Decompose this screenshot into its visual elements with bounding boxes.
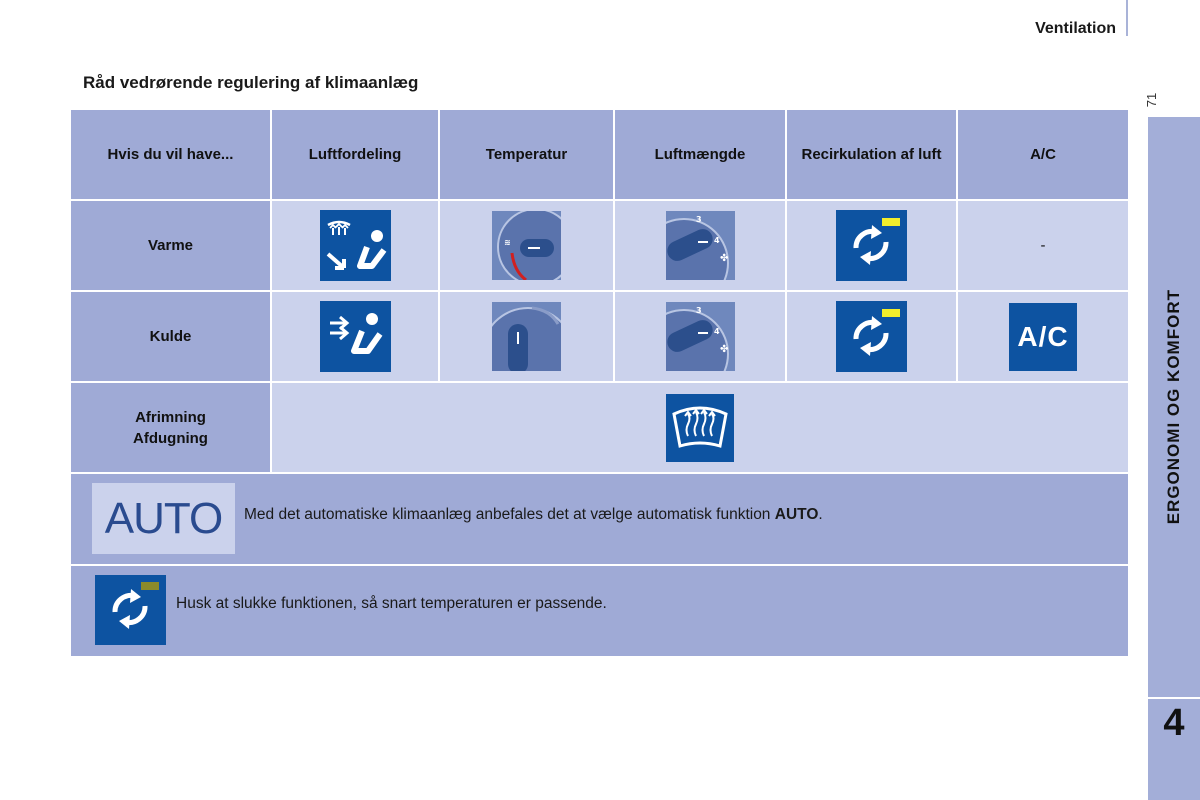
temperature-dial-cold-icon (492, 302, 561, 371)
ac-button-icon: A/C (1009, 302, 1077, 371)
fan-dial-high-icon: 3 4 ✤ (665, 211, 735, 280)
recirculation-on-icon (836, 301, 907, 372)
air-to-face-icon (319, 301, 391, 372)
recirc-note-row (71, 566, 1128, 656)
table-cell (787, 292, 956, 381)
table-cell (787, 201, 956, 290)
svg-text:✤: ✤ (720, 344, 728, 355)
row-label-varme: Varme (71, 201, 270, 290)
windscreen-defrost-icon (666, 393, 734, 462)
svg-text:✤: ✤ (720, 253, 728, 264)
table-cell (440, 292, 613, 381)
table-cell (272, 201, 438, 290)
fan-dial-high-icon: 3 4 ✤ (665, 302, 735, 371)
table-header-cell: A/C (958, 110, 1128, 199)
header-section-title: Ventilation (1035, 20, 1116, 37)
table-cell: 3 4 ✤ (615, 292, 785, 381)
chapter-tab (1148, 117, 1200, 800)
recirculation-on-icon (836, 210, 907, 281)
svg-text:4: 4 (714, 327, 720, 336)
recirc-note-text: Husk at slukke funktionen, så snart temp… (176, 595, 607, 612)
header-divider (1126, 0, 1128, 36)
air-to-feet-and-windscreen-icon (319, 210, 391, 281)
auto-note-text-bold: AUTO (774, 506, 819, 523)
ac-cell-none: - (958, 201, 1128, 290)
svg-text:3: 3 (696, 215, 702, 224)
auto-label-box: AUTO (92, 483, 235, 554)
auto-note-text-end: . (818, 506, 823, 523)
table-cell-merged (272, 383, 1128, 472)
page-number: 71 (1144, 92, 1159, 108)
row-label-line: Afrimning (135, 408, 206, 426)
table-cell (272, 292, 438, 381)
svg-text:4: 4 (714, 236, 720, 245)
section-title: Råd vedrørende regulering af klimaanlæg (83, 73, 419, 92)
row-label-line: Afdugning (133, 429, 208, 447)
table-header-cell: Luftmængde (615, 110, 785, 199)
row-label-kulde: Kulde (71, 292, 270, 381)
recirculation-off-icon (95, 575, 166, 645)
auto-note-row (71, 474, 1128, 564)
table-cell: A/C (958, 292, 1128, 381)
table-header-cell: Hvis du vil have... (71, 110, 270, 199)
table-header-cell: Temperatur (440, 110, 613, 199)
auto-note-text: Med det automatiske klimaanlæg anbefales… (244, 506, 823, 524)
chapter-title-container: ERGONOMI OG KOMFORT (1148, 117, 1200, 697)
table-header-cell: Recirkulation af luft (787, 110, 956, 199)
temperature-dial-hot-icon: ≋ (492, 211, 561, 280)
chapter-divider (1148, 697, 1200, 699)
svg-text:3: 3 (696, 306, 702, 315)
chapter-title: ERGONOMI OG KOMFORT (1164, 289, 1183, 525)
auto-note-text-part: Med det automatiske klimaanlæg anbefales… (244, 506, 775, 523)
row-label-defrost: Afrimning Afdugning (71, 383, 270, 472)
svg-text:≋: ≋ (504, 238, 511, 247)
table-cell: ≋ (440, 201, 613, 290)
table-header-cell: Luftfordeling (272, 110, 438, 199)
table-cell: 3 4 ✤ (615, 201, 785, 290)
chapter-number: 4 (1163, 702, 1185, 744)
